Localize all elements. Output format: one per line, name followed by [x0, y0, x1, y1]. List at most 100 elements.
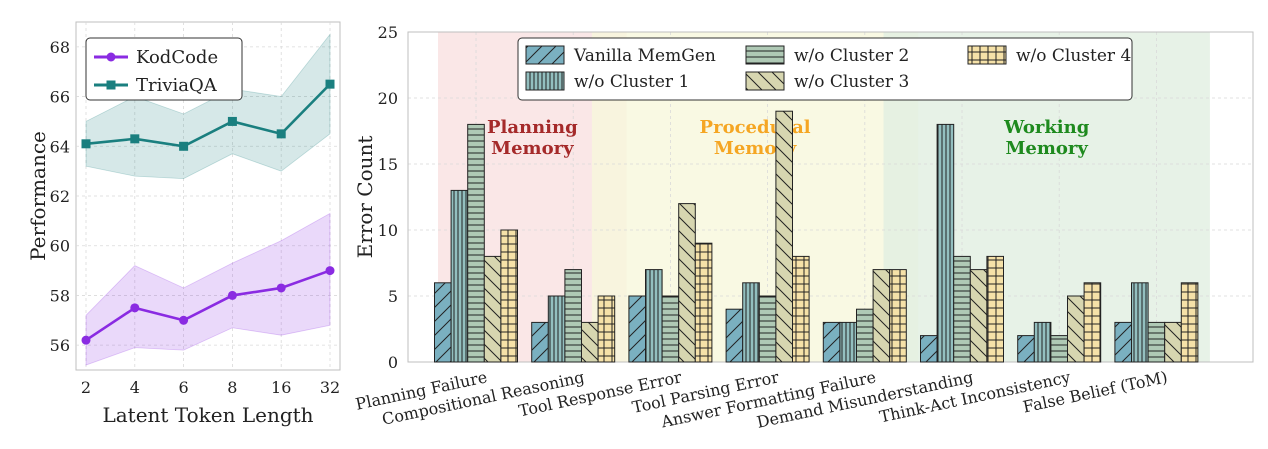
w-o-cluster-1-bar-hatch-3 — [742, 282, 760, 362]
triviaqa-point-5 — [325, 79, 335, 89]
line-y-tick-60: 60 — [50, 237, 70, 256]
line-x-tick-2: 2 — [81, 378, 91, 397]
triviaqa-point-4 — [276, 129, 286, 139]
legend-vanilla-memgen-swatch-hatch — [526, 46, 564, 64]
w-o-cluster-1-bar-hatch-2 — [645, 269, 663, 362]
legend-w-o-cluster-2-label: w/o Cluster 2 — [794, 46, 909, 66]
w-o-cluster-4-bar-hatch-4 — [889, 269, 907, 362]
line-y-tick-66: 66 — [50, 88, 70, 107]
kodcode-line — [85, 269, 331, 342]
kodcode-point-1 — [130, 303, 140, 313]
bar-legend-items: Vanilla MemGen w/o Cluster 1 w/o Cluster 2… — [525, 45, 1131, 92]
w-o-cluster-1-bar-hatch-7 — [1131, 282, 1149, 362]
w-o-cluster-2-bar-hatch-1 — [564, 269, 582, 362]
w-o-cluster-4-bar-hatch-5 — [986, 256, 1004, 362]
line-y-axis-label: Performance — [26, 131, 50, 261]
vanilla-memgen-bar-hatch-0 — [434, 282, 452, 362]
bar-y-tick-labels: 0 5 10 15 20 25 — [378, 23, 398, 372]
kodcode-point-2 — [179, 315, 189, 325]
vanilla-memgen-bar-hatch-6 — [1017, 335, 1035, 362]
bar-legend: Vanilla MemGen w/o Cluster 1 w/o Cluster 2… — [517, 37, 1133, 101]
w-o-cluster-2-bar-hatch-5 — [953, 256, 971, 362]
line-legend: KodCode TriviaQA — [85, 37, 243, 101]
kodcode-point-4 — [276, 283, 286, 293]
line-x-tick-8: 8 — [227, 378, 237, 397]
line-x-axis-label: Latent Token Length — [102, 403, 313, 427]
line-series — [81, 79, 335, 345]
legend-w-o-cluster-4-label: w/o Cluster 4 — [1016, 46, 1131, 66]
vanilla-memgen-bar-hatch-5 — [920, 335, 938, 362]
bar-chart: PlanningMemoryProceduralMemoryWorkingMem… — [353, 23, 1254, 432]
bar-y-tick-15: 15 — [378, 155, 398, 174]
bars — [434, 110, 1199, 363]
w-o-cluster-1-bar-hatch-6 — [1034, 322, 1051, 362]
w-o-cluster-3-bar-hatch-2 — [678, 203, 696, 362]
w-o-cluster-2-bar-hatch-7 — [1148, 322, 1165, 362]
vanilla-memgen-bar-hatch-7 — [1114, 322, 1132, 362]
legend-triviaqa-label: TriviaQA — [136, 75, 218, 96]
line-x-tick-32: 32 — [320, 378, 340, 397]
w-o-cluster-3-bar-hatch-6 — [1067, 296, 1085, 362]
triviaqa-point-3 — [227, 116, 237, 126]
bar-y-axis-label: Error Count — [353, 136, 377, 259]
line-x-tick-6: 6 — [179, 378, 189, 397]
region-working-label-1: Working — [1003, 117, 1090, 138]
legend-vanilla-memgen-label: Vanilla MemGen — [573, 46, 716, 66]
bar-y-tick-20: 20 — [378, 89, 398, 108]
vanilla-memgen-bar-hatch-2 — [628, 296, 646, 362]
bar-y-tick-10: 10 — [378, 221, 398, 240]
legend-triviaqa-marker — [106, 80, 116, 90]
vanilla-memgen-bar-hatch-3 — [726, 309, 743, 362]
w-o-cluster-3-bar-hatch-1 — [581, 322, 599, 362]
region-planning-label-1: Planning — [487, 117, 578, 138]
w-o-cluster-1-bar-hatch-4 — [839, 322, 857, 362]
w-o-cluster-2-bar-hatch-4 — [856, 309, 874, 362]
w-o-cluster-4-bar-hatch-2 — [695, 243, 712, 362]
line-y-tick-56: 56 — [50, 336, 70, 355]
legend-kodcode-label: KodCode — [136, 47, 218, 68]
w-o-cluster-4-bar-hatch-3 — [792, 256, 810, 362]
w-o-cluster-4-bar-hatch-0 — [500, 230, 518, 362]
vanilla-memgen-bar-hatch-4 — [823, 322, 840, 362]
line-x-tick-16: 16 — [271, 378, 291, 397]
w-o-cluster-2-bar-hatch-2 — [662, 296, 679, 362]
w-o-cluster-1-bar-hatch-0 — [451, 190, 468, 362]
region-procedural-label-1: Procedural — [700, 117, 811, 138]
region-working-label-2: Memory — [1006, 138, 1089, 159]
triviaqa-point-1 — [130, 134, 140, 144]
legend-kodcode-marker — [106, 52, 116, 62]
legend-w-o-cluster-1-label: w/o Cluster 1 — [574, 72, 689, 92]
w-o-cluster-3-bar-hatch-4 — [873, 269, 890, 362]
legend-w-o-cluster-3-swatch-hatch — [746, 72, 784, 90]
w-o-cluster-1-bar-hatch-1 — [548, 296, 565, 362]
vanilla-memgen-bar-hatch-1 — [531, 322, 549, 362]
kodcode-band — [85, 212, 331, 366]
line-y-tick-64: 64 — [50, 137, 70, 156]
w-o-cluster-3-bar-hatch-7 — [1164, 322, 1182, 362]
kodcode-point-5 — [325, 266, 335, 276]
triviaqa-band — [85, 33, 331, 180]
legend-w-o-cluster-1-swatch-hatch — [526, 72, 564, 90]
legend-w-o-cluster-3-label: w/o Cluster 3 — [794, 72, 909, 92]
w-o-cluster-4-bar-hatch-1 — [598, 296, 615, 362]
w-o-cluster-2-bar-hatch-6 — [1050, 335, 1068, 362]
kodcode-point-3 — [227, 290, 237, 300]
bar-y-tick-5: 5 — [388, 287, 398, 306]
bar-y-tick-0: 0 — [388, 353, 398, 372]
line-confidence-bands — [85, 33, 331, 366]
kodcode-point-0 — [81, 335, 91, 345]
bar-y-tick-25: 25 — [378, 23, 398, 42]
w-o-cluster-4-bar-hatch-7 — [1181, 282, 1198, 362]
w-o-cluster-4-bar-hatch-6 — [1084, 282, 1101, 362]
legend-w-o-cluster-4-swatch-hatch — [968, 46, 1006, 64]
w-o-cluster-3-bar-hatch-3 — [775, 111, 793, 362]
legend-w-o-cluster-2-swatch-hatch — [746, 46, 784, 64]
line-y-tick-58: 58 — [50, 286, 70, 305]
line-y-tick-62: 62 — [50, 187, 70, 206]
region-planning-label-2: Memory — [491, 138, 574, 159]
